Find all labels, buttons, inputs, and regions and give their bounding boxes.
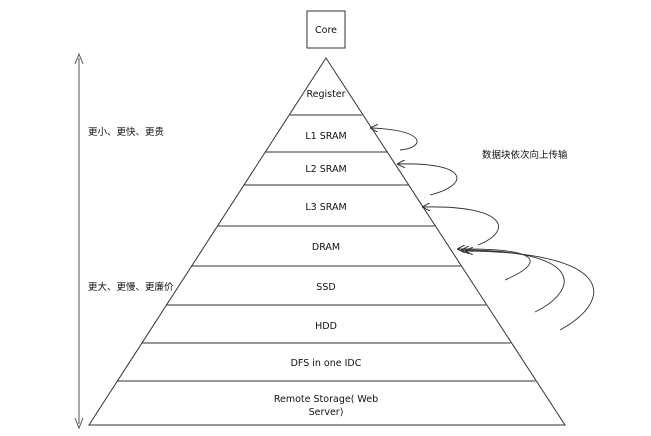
- level-l1-sram: L1 SRAM: [305, 131, 346, 142]
- transfer-arrow-l2-to-l1: [371, 128, 418, 151]
- level-register: Register: [306, 89, 345, 100]
- level-dfs: DFS in one IDC: [291, 358, 362, 369]
- pyramid-outline: [88, 57, 566, 426]
- core-box: [306, 10, 346, 49]
- core-label: Core: [315, 25, 337, 36]
- side-label-top: 更小、更快、更贵: [88, 126, 164, 138]
- level-l2-sram: L2 SRAM: [305, 164, 346, 175]
- transfer-arrow-ssd-to-dram: [458, 249, 531, 281]
- level-l3-sram: L3 SRAM: [305, 202, 346, 213]
- side-label-bottom: 更大、更慢、更廉价: [88, 281, 174, 293]
- level-hdd: HDD: [315, 321, 337, 332]
- transfer-arrow-dram-to-l3: [423, 207, 499, 246]
- transfer-label: 数据块依次向上传输: [482, 149, 568, 161]
- level-remote-storage-line1: Remote Storage( Web: [274, 394, 378, 405]
- transfer-arrow-hdd-to-dram: [462, 250, 565, 313]
- level-ssd: SSD: [316, 282, 335, 293]
- arrow-head-up-icon: [74, 52, 84, 65]
- arrow-head-down-icon: [74, 417, 84, 430]
- transfer-arrow-l3-to-l2: [398, 164, 458, 196]
- level-remote-storage-line2: Server): [309, 407, 344, 418]
- transfer-arrow-dfs-to-dram: [466, 251, 594, 331]
- level-dram: DRAM: [312, 242, 340, 253]
